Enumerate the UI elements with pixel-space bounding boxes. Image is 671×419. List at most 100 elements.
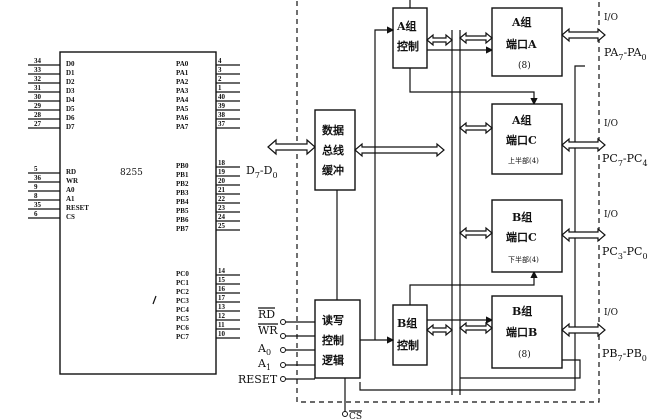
io-label-c-upper: I/O (604, 119, 618, 129)
pin-name-pb0: PB0 (176, 162, 189, 170)
reset-feedback-line (359, 65, 585, 391)
pin-name-reset: RESET (66, 204, 89, 212)
pin-name-pa2: PA2 (176, 78, 189, 86)
group-b-control-block (392, 304, 428, 366)
rw-logic-line2: 控制 (322, 333, 344, 347)
rw-to-group-a-control (374, 26, 395, 340)
pin-num-d2: 32 (34, 75, 42, 83)
pin-name-d5: D5 (66, 105, 75, 113)
port-a-line1: A组 (511, 15, 532, 29)
pin-name-pa5: PA5 (176, 105, 189, 113)
a1-label: A1 (257, 357, 271, 372)
pin-num-d6: 28 (34, 111, 42, 119)
pin-name-pc6: PC6 (176, 324, 189, 332)
a0-label: A0 (257, 342, 271, 357)
pin-name-d6: D6 (66, 114, 75, 122)
pin-name-pc1: PC1 (176, 279, 189, 287)
rw-logic-line1: 读写 (322, 313, 344, 327)
port-a-line3: (8) (518, 60, 531, 71)
data-buffer-line1: 数据 (322, 123, 344, 137)
group-a-control-line2: 控制 (397, 39, 419, 53)
data-bus-arrow (267, 138, 316, 156)
group-b-control-feed-c (409, 270, 538, 305)
pin-name-pb3: PB3 (176, 189, 189, 197)
pin-name-cs: CS (66, 213, 75, 221)
port-a-io-arrow (561, 27, 606, 43)
pin-name-rd: RD (66, 168, 76, 176)
port-c-upper-io-arrow (561, 137, 606, 153)
pin-num-a0: 9 (34, 183, 38, 191)
port-a-line2: 端口A (506, 37, 537, 51)
port-c-upper-line2: 端口C (506, 133, 537, 147)
bus-to-port-c-lower (459, 226, 493, 240)
port-b-io-arrow (561, 322, 606, 338)
pin-name-pb7: PB7 (176, 225, 189, 233)
buffer-to-bus-arrow (354, 142, 445, 158)
pb-range-label: PB7-PB0 (602, 347, 647, 363)
pin-num-pb1: 19 (218, 168, 226, 176)
data-bus-label: D7-D0 (246, 164, 278, 180)
group-b-control-line1: B组 (397, 316, 417, 330)
pin-num-pb0: 18 (218, 159, 226, 167)
pc-upper-range-label: PC7-PC4 (602, 152, 648, 168)
pin-name-pc7: PC7 (176, 333, 189, 341)
pin-name-pc0: PC0 (176, 270, 189, 278)
reset-terminal (280, 376, 286, 382)
pin-name-d3: D3 (66, 87, 75, 95)
pin-num-pc5: 12 (218, 312, 226, 320)
rw-logic-line3: 逻辑 (322, 353, 344, 367)
pin-num-pb6: 24 (218, 213, 226, 221)
pin-num-d4: 30 (34, 93, 42, 101)
pin-name-d0: D0 (66, 60, 75, 68)
port-a-block (491, 7, 563, 77)
data-buffer-line3: 缓冲 (322, 163, 344, 177)
port-c-lower-line2: 端口C (506, 230, 537, 244)
pin-num-pc4: 13 (218, 303, 226, 311)
group-a-control-feed-c (409, 68, 538, 106)
pin-num-wr: 36 (34, 174, 42, 182)
pin-num-pb7: 25 (218, 222, 226, 230)
port-b-block (491, 295, 563, 369)
cs-label: CS (349, 412, 362, 419)
pin-num-reset: 35 (34, 201, 42, 209)
pin-name-d2: D2 (66, 78, 75, 86)
pin-name-pa3: PA3 (176, 87, 189, 95)
port-c-lower-block (491, 199, 563, 273)
pin-num-pa4: 40 (218, 93, 226, 101)
data-buffer-line2: 总线 (322, 143, 344, 157)
pin-name-a0: A0 (66, 186, 75, 194)
io-label-c-lower: I/O (604, 210, 618, 220)
pin-num-d7: 27 (34, 120, 42, 128)
port-c-upper-line1: A组 (511, 113, 532, 127)
pin-num-pc1: 15 (218, 276, 226, 284)
bus-to-port-b (459, 321, 493, 335)
pin-num-pa2: 2 (218, 75, 222, 83)
port-c-lower-line3: 下半部(4) (508, 255, 539, 264)
chip-right-pins: 4PA03PA12PA21PA340PA439PA538PA637PA718PB… (176, 57, 240, 341)
pin-num-rd: 5 (34, 165, 38, 173)
pin-num-a1: 8 (34, 192, 38, 200)
pin-name-d4: D4 (66, 96, 75, 104)
pin-num-pb3: 21 (218, 186, 226, 194)
pin-num-pc6: 11 (218, 321, 225, 329)
chip-label: 8255 (120, 168, 143, 178)
pin-num-pa7: 37 (218, 120, 226, 128)
pin-name-pa4: PA4 (176, 96, 189, 104)
pin-name-a1: A1 (66, 195, 75, 203)
port-c-upper-line3: 上半部(4) (508, 156, 539, 165)
group-b-control-line2: 控制 (397, 338, 419, 352)
pin-num-pc7: 10 (218, 330, 226, 338)
pin-num-d1: 33 (34, 66, 42, 74)
port-b-line3: (8) (518, 349, 531, 360)
bus-to-port-c-upper (459, 121, 493, 135)
group-a-control-line1: A组 (396, 19, 417, 33)
bus-to-port-a (459, 31, 493, 45)
chip-tick-mark (152, 295, 157, 305)
port-c-lower-line1: B组 (512, 210, 532, 224)
rw-control-logic-block (314, 299, 361, 379)
internal-structure: D7-D0 数据 总线 缓冲 A组 控制 B组 控制 读写 控制 逻辑 (238, 0, 648, 419)
pin-num-d5: 29 (34, 102, 42, 110)
pin-num-pb5: 23 (218, 204, 226, 212)
pin-num-pb2: 20 (218, 177, 226, 185)
